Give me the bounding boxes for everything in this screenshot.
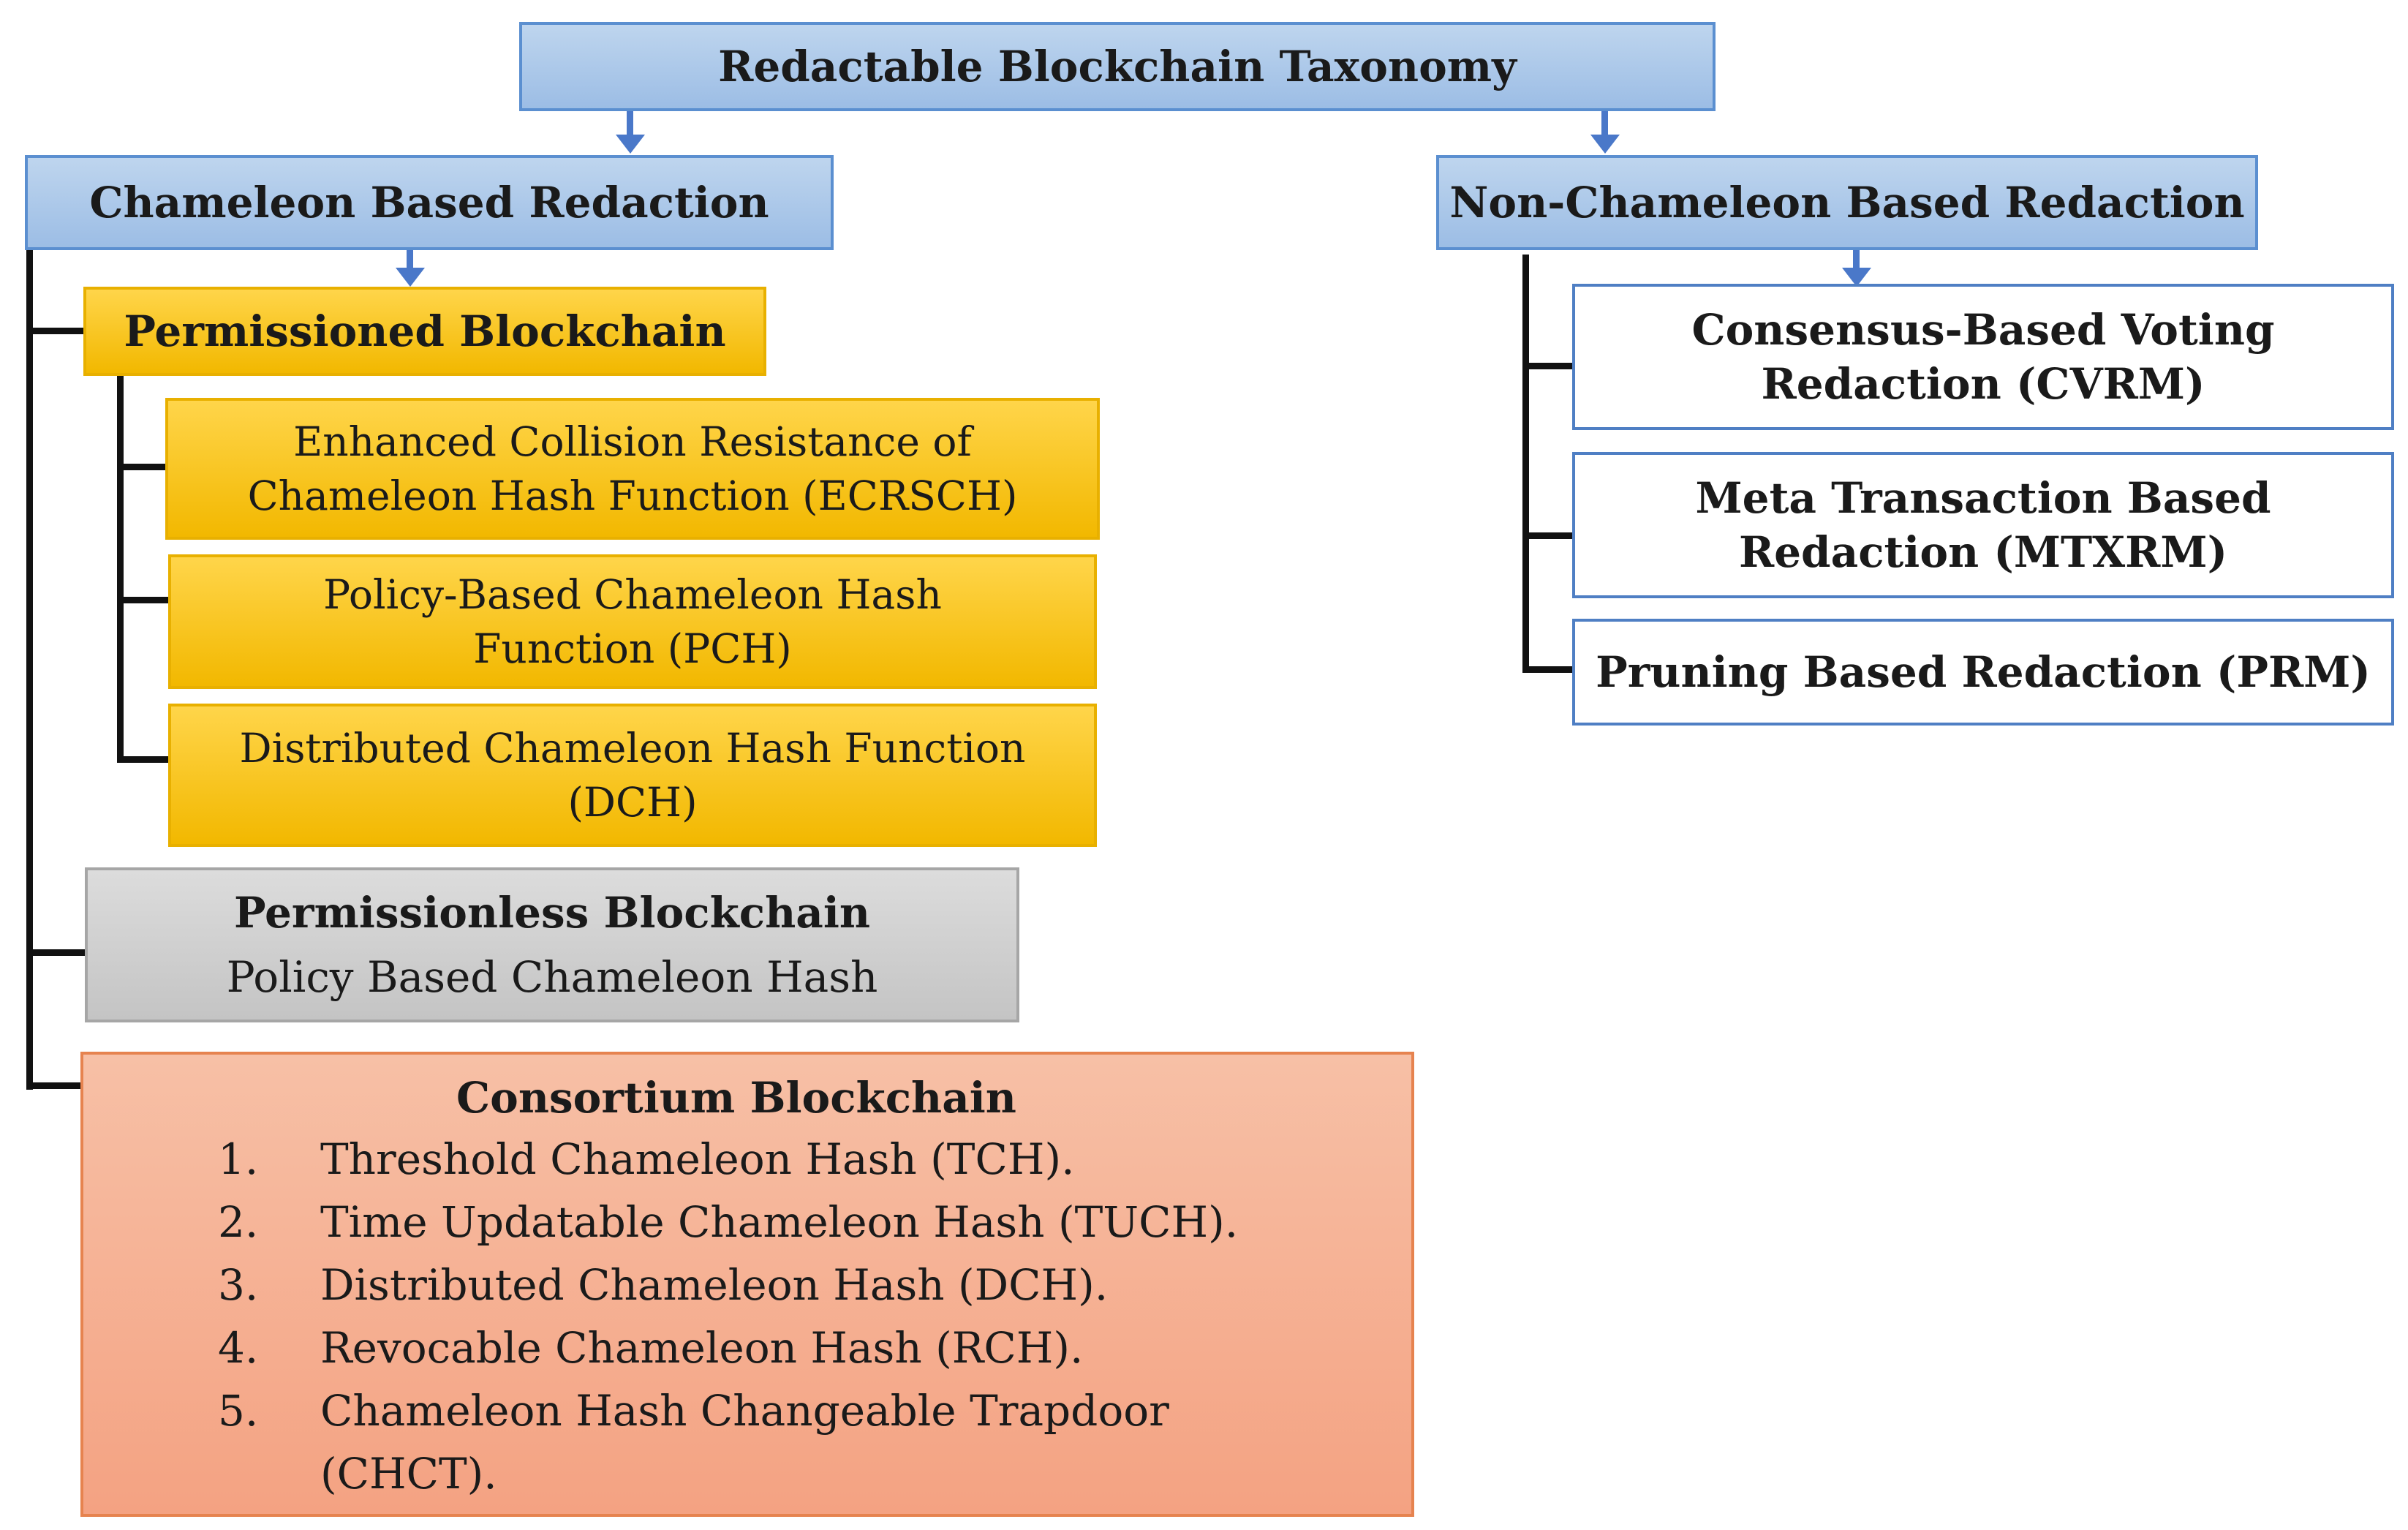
- arrow-non-chameleon-stem: [1853, 250, 1860, 272]
- branch-mtxrm: [1522, 532, 1572, 539]
- arrow-root-left-head: [616, 135, 645, 154]
- consortium-item-number: 1.: [218, 1134, 259, 1184]
- pch-line2: Function (PCH): [473, 625, 792, 672]
- consortium-item-text: Threshold Chameleon Hash (TCH).: [320, 1134, 1075, 1184]
- arrow-root-left-stem: [627, 111, 633, 137]
- non-chameleon-title: Non-Chameleon Based Redaction: [1449, 178, 2245, 227]
- non-chameleon-item-cvrm: Consensus-Based Voting Redaction (CVRM): [1572, 284, 2394, 430]
- permissionless-node: Permissionless Blockchain Policy Based C…: [85, 867, 1019, 1022]
- branch-prm: [1522, 666, 1572, 673]
- permissioned-trunk-line: [117, 376, 124, 762]
- branch-permissionless: [26, 949, 85, 956]
- chameleon-title: Chameleon Based Redaction: [89, 178, 769, 227]
- dch-line2: (DCH): [567, 779, 698, 826]
- cvrm-line1: Consensus-Based Voting: [1691, 305, 2275, 355]
- consortium-item: 1. Threshold Chameleon Hash (TCH).: [218, 1128, 1411, 1191]
- non-chameleon-item-prm: Pruning Based Redaction (PRM): [1572, 619, 2394, 726]
- cvrm-line2: Redaction (CVRM): [1761, 359, 2205, 409]
- consortium-item-number: 5.: [218, 1386, 259, 1436]
- consortium-item-text: Revocable Chameleon Hash (RCH).: [320, 1323, 1084, 1373]
- consortium-title: Consortium Blockchain: [456, 1073, 1016, 1123]
- consortium-item-number: 3.: [218, 1260, 259, 1310]
- consortium-item-text: Chameleon Hash Changeable Trapdoor: [320, 1386, 1169, 1436]
- permissioned-item-dch: Distributed Chameleon Hash Function (DCH…: [168, 704, 1097, 847]
- chameleon-trunk-line: [26, 250, 33, 1090]
- chameleon-node: Chameleon Based Redaction: [25, 155, 834, 250]
- dch-line1: Distributed Chameleon Hash Function: [239, 725, 1026, 772]
- consortium-item-number: 4.: [218, 1323, 259, 1373]
- permissionless-title: Permissionless Blockchain: [233, 888, 871, 938]
- non-chameleon-node: Non-Chameleon Based Redaction: [1436, 155, 2258, 250]
- permissioned-node: Permissioned Blockchain: [83, 287, 766, 376]
- branch-pch: [117, 597, 171, 603]
- prm-line1: Pruning Based Redaction (PRM): [1596, 647, 2371, 697]
- arrow-root-right-head: [1590, 135, 1620, 154]
- consortium-node: Consortium Blockchain 1. Threshold Chame…: [80, 1052, 1414, 1517]
- arrow-chameleon-head: [396, 268, 425, 287]
- root-title: Redactable Blockchain Taxonomy: [718, 42, 1517, 91]
- consortium-item-text: Distributed Chameleon Hash (DCH).: [320, 1260, 1109, 1310]
- ecrsch-line1: Enhanced Collision Resistance of: [293, 418, 972, 465]
- arrow-chameleon-stem: [407, 250, 413, 272]
- permissioned-item-pch: Policy-Based Chameleon Hash Function (PC…: [168, 554, 1097, 689]
- consortium-item: 3. Distributed Chameleon Hash (DCH).: [218, 1254, 1411, 1316]
- permissioned-title: Permissioned Blockchain: [124, 306, 726, 356]
- consortium-item-text: Time Updatable Chameleon Hash (TUCH).: [320, 1197, 1239, 1247]
- consortium-item-text: (CHCT).: [320, 1449, 497, 1499]
- consortium-item-number: [218, 1442, 320, 1505]
- permissionless-subtitle: Policy Based Chameleon Hash: [226, 952, 878, 1002]
- branch-permissioned: [26, 328, 85, 334]
- non-chameleon-trunk-line: [1522, 255, 1529, 673]
- consortium-item: 4. Revocable Chameleon Hash (RCH).: [218, 1316, 1411, 1379]
- consortium-item: (CHCT).: [218, 1442, 1411, 1505]
- permissioned-item-ecrsch: Enhanced Collision Resistance of Chamele…: [165, 398, 1100, 540]
- arrow-root-right-stem: [1601, 111, 1608, 137]
- consortium-item: 2. Time Updatable Chameleon Hash (TUCH).: [218, 1191, 1411, 1254]
- consortium-list: 1. Threshold Chameleon Hash (TCH). 2. Ti…: [218, 1128, 1411, 1505]
- consortium-item-number: 2.: [218, 1197, 259, 1247]
- mtxrm-line1: Meta Transaction Based: [1695, 473, 2271, 523]
- branch-ecrsch: [117, 464, 171, 470]
- branch-cvrm: [1522, 363, 1572, 369]
- ecrsch-line2: Chameleon Hash Function (ECRSCH): [247, 472, 1018, 519]
- mtxrm-line2: Redaction (MTXRM): [1738, 527, 2228, 577]
- arrow-non-chameleon-head: [1842, 268, 1871, 287]
- non-chameleon-item-mtxrm: Meta Transaction Based Redaction (MTXRM): [1572, 452, 2394, 598]
- branch-dch: [117, 756, 171, 763]
- root-node: Redactable Blockchain Taxonomy: [519, 22, 1716, 111]
- branch-consortium: [26, 1082, 85, 1089]
- consortium-item: 5. Chameleon Hash Changeable Trapdoor: [218, 1379, 1411, 1442]
- pch-line1: Policy-Based Chameleon Hash: [323, 571, 942, 618]
